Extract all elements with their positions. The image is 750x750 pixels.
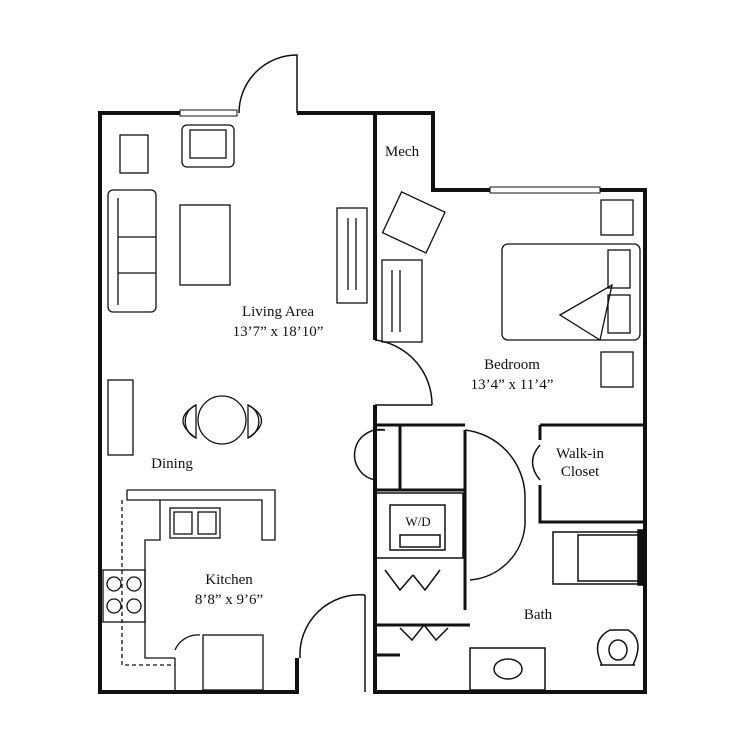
room-label-mech: Mech bbox=[384, 144, 420, 160]
toilet bbox=[596, 629, 639, 666]
room-label-closet-2: Closet bbox=[560, 464, 600, 480]
bedroom-furniture bbox=[381, 191, 641, 388]
exterior-walls bbox=[98, 111, 647, 694]
bath-vanity bbox=[469, 647, 546, 691]
bathtub bbox=[552, 531, 644, 585]
room-label-living: Living Area bbox=[241, 304, 315, 320]
entry-door bbox=[238, 54, 298, 114]
windows bbox=[179, 109, 601, 194]
room-label-dining: Dining bbox=[151, 456, 193, 472]
room-label-bath: Bath bbox=[523, 607, 553, 623]
room-size-kitchen: 8’8” x 9’6” bbox=[194, 592, 264, 608]
label-washer-dryer: W/D bbox=[405, 514, 431, 529]
front-hall-door bbox=[299, 594, 366, 692]
room-label-bedroom: Bedroom bbox=[484, 357, 540, 373]
room-label-closet-1: Walk-in bbox=[556, 446, 604, 462]
room-label-kitchen: Kitchen bbox=[205, 572, 253, 588]
washer-dryer bbox=[389, 504, 446, 551]
bedroom-door bbox=[374, 339, 433, 406]
room-size-living: 13’7” x 18’10” bbox=[232, 324, 324, 340]
kitchen-counters bbox=[102, 489, 276, 691]
room-size-bedroom: 13’4” x 11’4” bbox=[470, 377, 554, 393]
washer-dryer-closet bbox=[374, 492, 464, 559]
living-furniture bbox=[107, 124, 368, 456]
interior-walls bbox=[375, 423, 645, 657]
